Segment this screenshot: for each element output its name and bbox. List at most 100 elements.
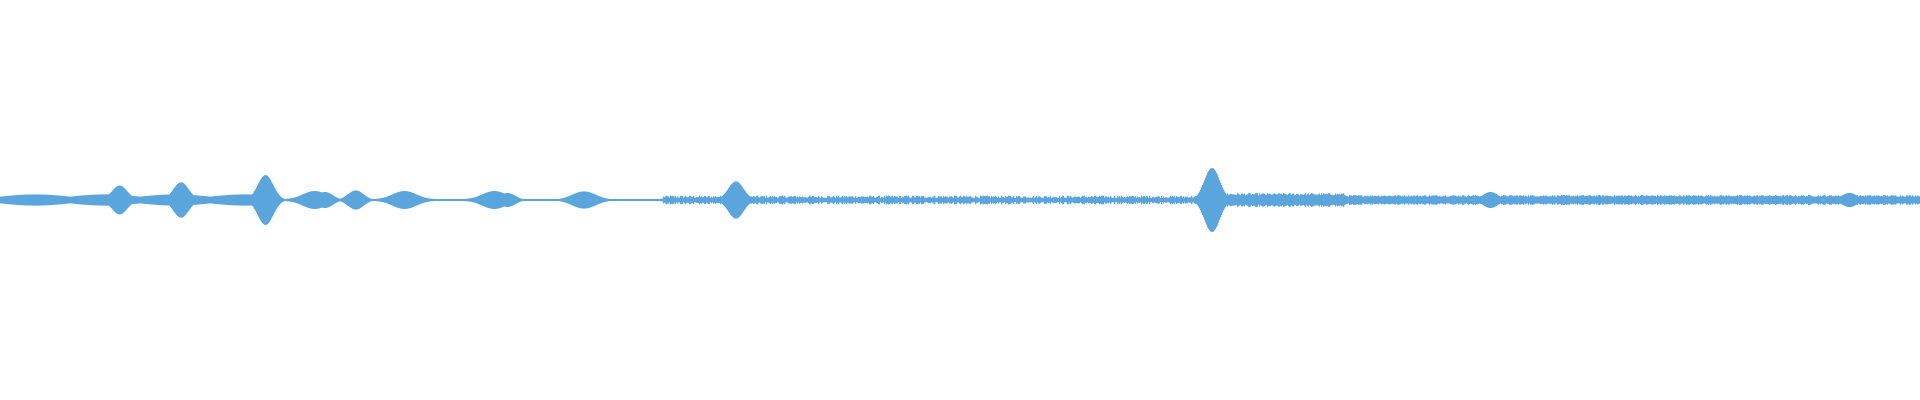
- waveform-bar: [1690, 195, 1692, 205]
- waveform-bar: [798, 197, 800, 203]
- waveform-bar: [487, 192, 489, 208]
- waveform-bar: [710, 197, 712, 203]
- waveform-bar: [1663, 196, 1665, 204]
- waveform-bar: [630, 199, 632, 201]
- waveform-bar: [1914, 196, 1916, 204]
- waveform-bar: [847, 197, 849, 203]
- waveform-bar: [1458, 195, 1460, 205]
- waveform-bar: [929, 196, 931, 204]
- waveform-bar: [1012, 197, 1014, 203]
- waveform-bar: [1197, 194, 1199, 206]
- waveform-bar: [98, 194, 100, 206]
- waveform-bar: [1245, 195, 1247, 205]
- waveform-bar: [877, 197, 879, 203]
- waveform-bar: [1562, 195, 1564, 205]
- waveform-bar: [1706, 195, 1708, 205]
- waveform-bar: [32, 194, 34, 206]
- waveform-bar: [1042, 197, 1044, 203]
- waveform-bar: [852, 196, 854, 204]
- waveform-bar: [289, 198, 291, 202]
- waveform-bar: [405, 191, 407, 209]
- waveform-bar: [653, 199, 655, 201]
- waveform-bar: [1391, 196, 1393, 204]
- waveform-bar: [1047, 197, 1049, 203]
- waveform-bar: [1700, 195, 1702, 205]
- waveform-bar: [1583, 195, 1585, 205]
- waveform-bar: [938, 196, 940, 204]
- waveform-bar: [1515, 195, 1517, 205]
- waveform-bar: [797, 196, 799, 204]
- waveform-bar: [1655, 195, 1657, 205]
- waveform-bar: [134, 196, 136, 204]
- waveform-bar: [194, 195, 196, 205]
- waveform-bar: [1838, 195, 1840, 205]
- waveform-bar: [955, 196, 957, 204]
- waveform-bar: [1233, 194, 1235, 206]
- waveform-bar: [1382, 196, 1384, 204]
- waveform-bar: [724, 193, 726, 207]
- waveform-bar: [336, 197, 338, 203]
- waveform-bar: [723, 194, 725, 206]
- waveform-bar: [946, 196, 948, 204]
- waveform-bar: [221, 195, 223, 205]
- waveform-bar: [4, 196, 6, 204]
- waveform-bar: [395, 193, 397, 207]
- waveform-bar: [1005, 195, 1007, 205]
- waveform-bar: [454, 199, 456, 201]
- waveform-bar: [353, 190, 355, 210]
- waveform-bar: [741, 185, 743, 215]
- waveform-bar: [1457, 196, 1459, 204]
- waveform-bar: [1170, 195, 1172, 205]
- waveform-bar: [623, 199, 625, 201]
- waveform-bar: [390, 195, 392, 205]
- waveform-bar: [142, 196, 144, 204]
- waveform-bar: [129, 193, 131, 207]
- waveform-bar: [1443, 195, 1445, 205]
- waveform-bar: [1666, 195, 1668, 205]
- waveform-bar: [1335, 193, 1337, 207]
- waveform-bar: [1018, 195, 1020, 205]
- waveform-bar: [293, 197, 295, 203]
- waveform-bar: [1049, 197, 1051, 203]
- waveform-bar: [469, 198, 471, 202]
- waveform-bar: [785, 197, 787, 203]
- waveform-bar: [1898, 196, 1900, 204]
- waveform-bar: [1793, 196, 1795, 204]
- waveform-bar: [434, 198, 436, 202]
- waveform-bar: [870, 195, 872, 205]
- waveform-bar: [1774, 196, 1776, 204]
- waveform-bar: [306, 192, 308, 208]
- waveform-bar: [1090, 196, 1092, 204]
- waveform-bar: [1667, 196, 1669, 204]
- waveform-bar: [114, 188, 116, 212]
- waveform-bar: [338, 198, 340, 202]
- waveform-bar: [617, 199, 619, 201]
- waveform-bar: [640, 199, 642, 201]
- waveform-bar: [537, 199, 539, 201]
- waveform-bar: [859, 196, 861, 204]
- waveform-bar: [1732, 196, 1734, 204]
- waveform-bar: [369, 198, 371, 202]
- waveform-bar: [1533, 195, 1535, 205]
- waveform-bar: [1343, 193, 1345, 207]
- waveform-bar: [1203, 182, 1205, 218]
- waveform-bar: [1020, 197, 1022, 203]
- waveform-bar: [1069, 197, 1071, 203]
- waveform-bar: [330, 193, 332, 207]
- waveform-bar: [533, 199, 535, 201]
- waveform-bar: [144, 196, 146, 204]
- waveform-bar: [472, 197, 474, 203]
- waveform-bar: [1602, 195, 1604, 205]
- waveform-bar: [1822, 195, 1824, 205]
- waveform-bar: [858, 196, 860, 204]
- waveform-bar: [999, 197, 1001, 203]
- waveform-bar: [776, 196, 778, 204]
- waveform-bar: [749, 196, 751, 204]
- waveform-bar: [1494, 193, 1496, 207]
- waveform-bar: [632, 199, 634, 201]
- waveform-bar: [994, 196, 996, 204]
- waveform-bar: [522, 198, 524, 202]
- waveform-bar: [1604, 196, 1606, 204]
- waveform-bar: [1684, 196, 1686, 204]
